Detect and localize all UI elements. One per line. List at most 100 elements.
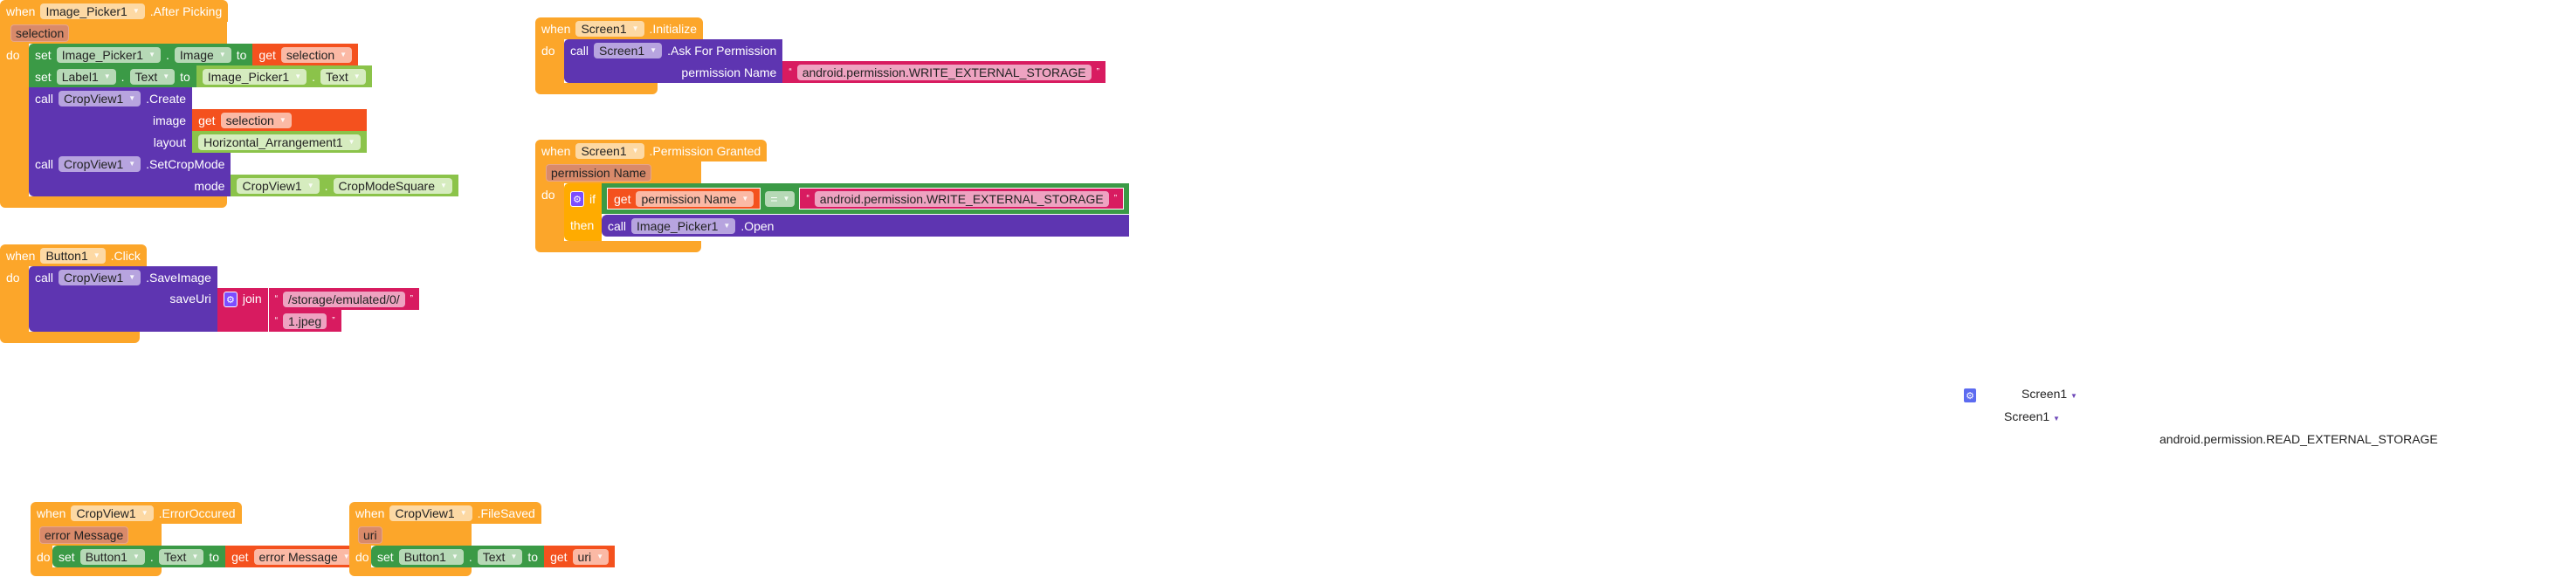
property-dropdown[interactable]: Text▼: [158, 548, 204, 565]
component-dropdown[interactable]: Screen1▼: [594, 42, 663, 58]
crop-mode-getter-block[interactable]: CropView1▼.CropModeSquare▼: [231, 175, 458, 196]
chevron-down-icon[interactable]: ▼: [723, 222, 731, 230]
component-dropdown[interactable]: CropView1▼: [59, 269, 141, 285]
text-value[interactable]: android.permission.WRITE_EXTERNAL_STORAG…: [814, 190, 1109, 207]
property-dropdown[interactable]: CropModeSquare▼: [333, 177, 452, 194]
operator-dropdown[interactable]: =▼: [765, 190, 796, 207]
text-string-block[interactable]: “android.permission.WRITE_EXTERNAL_STORA…: [782, 61, 1105, 83]
variable-dropdown[interactable]: error Message▼: [253, 548, 355, 565]
chevron-down-icon[interactable]: ▼: [93, 251, 100, 259]
component-dropdown[interactable]: CropView1▼: [71, 505, 154, 521]
chevron-down-icon[interactable]: ▼: [596, 553, 604, 560]
chevron-down-icon[interactable]: ▼: [342, 553, 350, 560]
chevron-down-icon[interactable]: ▼: [631, 24, 639, 32]
variable-dropdown[interactable]: selection▼: [280, 46, 353, 63]
chevron-down-icon[interactable]: ▼: [451, 553, 458, 560]
join-block[interactable]: ⚙join “/storage/emulated/0/” “1.jpeg”: [217, 288, 420, 332]
chevron-down-icon[interactable]: ▼: [128, 94, 136, 102]
component-dropdown[interactable]: Image_Picker1▼: [202, 68, 307, 85]
chevron-down-icon[interactable]: ▼: [353, 72, 361, 80]
chevron-down-icon[interactable]: ▼: [132, 7, 140, 15]
chevron-down-icon[interactable]: ▼: [279, 116, 286, 124]
component-dropdown[interactable]: CropView1▼: [59, 90, 141, 106]
chevron-down-icon[interactable]: ▼: [128, 160, 136, 168]
component-dropdown[interactable]: Horizontal_Arrangement1▼: [198, 134, 361, 150]
text-string-block[interactable]: “android.permission.WRITE_EXTERNAL_STORA…: [799, 188, 1125, 210]
chevron-down-icon[interactable]: ▼: [141, 509, 148, 517]
param-selection[interactable]: selection: [10, 24, 70, 42]
chevron-down-icon[interactable]: ▼: [650, 46, 658, 54]
text-string-block[interactable]: “1.jpeg”: [267, 310, 341, 332]
gear-icon[interactable]: ⚙: [1963, 388, 1977, 403]
param-error-message[interactable]: error Message: [39, 526, 129, 544]
chevron-down-icon[interactable]: ▼: [128, 273, 136, 281]
chevron-down-icon[interactable]: ▼: [459, 509, 467, 517]
variable-dropdown[interactable]: permission Name▼: [636, 190, 754, 207]
variable-dropdown[interactable]: uri▼: [572, 548, 610, 565]
chevron-down-icon[interactable]: ▼: [162, 72, 170, 80]
chevron-down-icon[interactable]: ▼: [440, 182, 447, 189]
chevron-down-icon[interactable]: ▼: [307, 182, 314, 189]
chevron-down-icon[interactable]: ▼: [2053, 415, 2060, 423]
text-value[interactable]: /storage/emulated/0/: [283, 291, 405, 307]
component-dropdown[interactable]: Screen1▼: [575, 142, 644, 159]
text-string-block[interactable]: “/storage/emulated/0/”: [267, 288, 420, 310]
chevron-down-icon[interactable]: ▼: [631, 147, 639, 155]
gear-icon[interactable]: ⚙: [223, 292, 238, 307]
text-value[interactable]: android.permission.WRITE_EXTERNAL_STORAG…: [796, 64, 1092, 80]
component-dropdown[interactable]: CropView1▼: [237, 177, 320, 194]
property-dropdown[interactable]: Text▼: [320, 68, 366, 85]
gear-icon[interactable]: ⚙: [570, 191, 584, 207]
property-getter-block[interactable]: Image_Picker1▼.Text▼: [196, 65, 372, 87]
property-dropdown[interactable]: Text▼: [129, 68, 176, 85]
chevron-down-icon[interactable]: ▼: [103, 72, 111, 80]
orphan-screen-dropdown[interactable]: Screen1 ▼: [2004, 409, 2060, 423]
component-dropdown[interactable]: Image_Picker1▼: [631, 217, 736, 234]
orphan-screen-dropdown[interactable]: Screen1 ▼: [2022, 387, 2077, 401]
component-dropdown[interactable]: CropView1▼: [389, 505, 472, 521]
chevron-down-icon[interactable]: ▼: [148, 51, 155, 58]
chevron-down-icon[interactable]: ▼: [294, 72, 302, 80]
component-dropdown[interactable]: Button1▼: [79, 548, 145, 565]
component-dropdown[interactable]: Screen1▼: [575, 20, 644, 37]
component-dropdown[interactable]: Button1▼: [398, 548, 464, 565]
component-dropdown[interactable]: Image_Picker1▼: [40, 3, 145, 19]
variable-dropdown[interactable]: selection▼: [220, 112, 292, 128]
chevron-down-icon[interactable]: ▼: [782, 195, 790, 203]
param-permission-name[interactable]: permission Name: [546, 163, 651, 182]
chevron-down-icon[interactable]: ▼: [741, 195, 749, 203]
chevron-down-icon[interactable]: ▼: [218, 51, 226, 58]
component-block[interactable]: Horizontal_Arrangement1▼: [192, 131, 367, 153]
component-dropdown[interactable]: Image_Picker1▼: [56, 46, 161, 63]
param-uri[interactable]: uri: [358, 526, 382, 544]
component-dropdown[interactable]: CropView1▼: [59, 155, 141, 172]
chevron-down-icon[interactable]: ▼: [191, 553, 199, 560]
property-dropdown[interactable]: Text▼: [477, 548, 523, 565]
component-dropdown[interactable]: Label1▼: [56, 68, 116, 85]
chevron-down-icon[interactable]: ▼: [132, 553, 140, 560]
property-dropdown[interactable]: Image▼: [174, 46, 231, 63]
chevron-down-icon[interactable]: ▼: [2070, 392, 2077, 400]
chevron-down-icon[interactable]: ▼: [348, 138, 355, 146]
component-dropdown[interactable]: Button1▼: [40, 247, 106, 264]
